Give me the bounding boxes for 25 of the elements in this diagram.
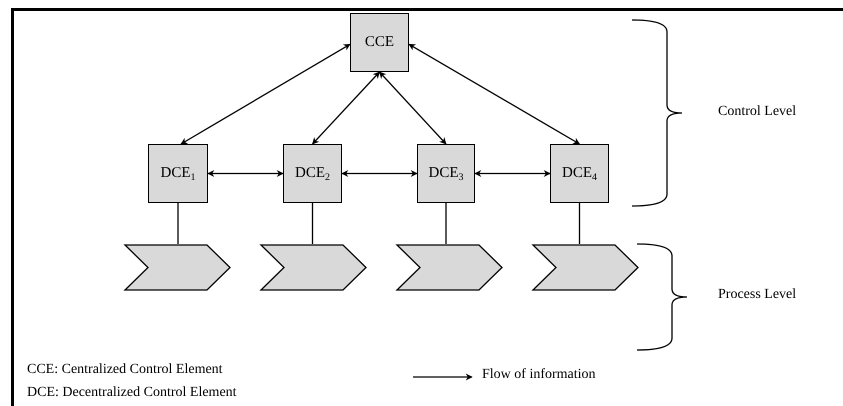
double-arrow <box>474 170 551 177</box>
control-element-box: DCE$_{4}$ <box>550 144 609 203</box>
control-element-box: DCE$_{3}$ <box>417 144 475 203</box>
legend-label: Flow of information <box>482 367 596 383</box>
abbreviation-note: DCE: Decentralized Control Element <box>27 385 237 401</box>
control-element-box: CCE <box>350 13 409 72</box>
connector-line <box>312 203 314 244</box>
chevron-shape <box>260 244 367 291</box>
control-element-box: DCE$_{2}$ <box>283 144 342 203</box>
level-label: Process Level <box>718 287 796 303</box>
connector-line <box>578 203 580 244</box>
double-arrow <box>379 71 446 145</box>
connector-line <box>445 203 447 244</box>
double-arrow <box>207 170 284 177</box>
chevron-shape <box>124 244 231 291</box>
level-label: Control Level <box>718 104 796 120</box>
chevron-shape <box>532 244 639 291</box>
double-arrow <box>180 44 351 145</box>
double-arrow <box>341 170 418 177</box>
chevron-shape <box>396 244 503 291</box>
double-arrow <box>408 44 580 145</box>
connector-line <box>177 203 179 244</box>
control-element-box: DCE$_{1}$ <box>148 144 208 203</box>
double-arrow <box>312 72 380 144</box>
abbreviation-note: CCE: Centralized Control Element <box>27 362 223 378</box>
